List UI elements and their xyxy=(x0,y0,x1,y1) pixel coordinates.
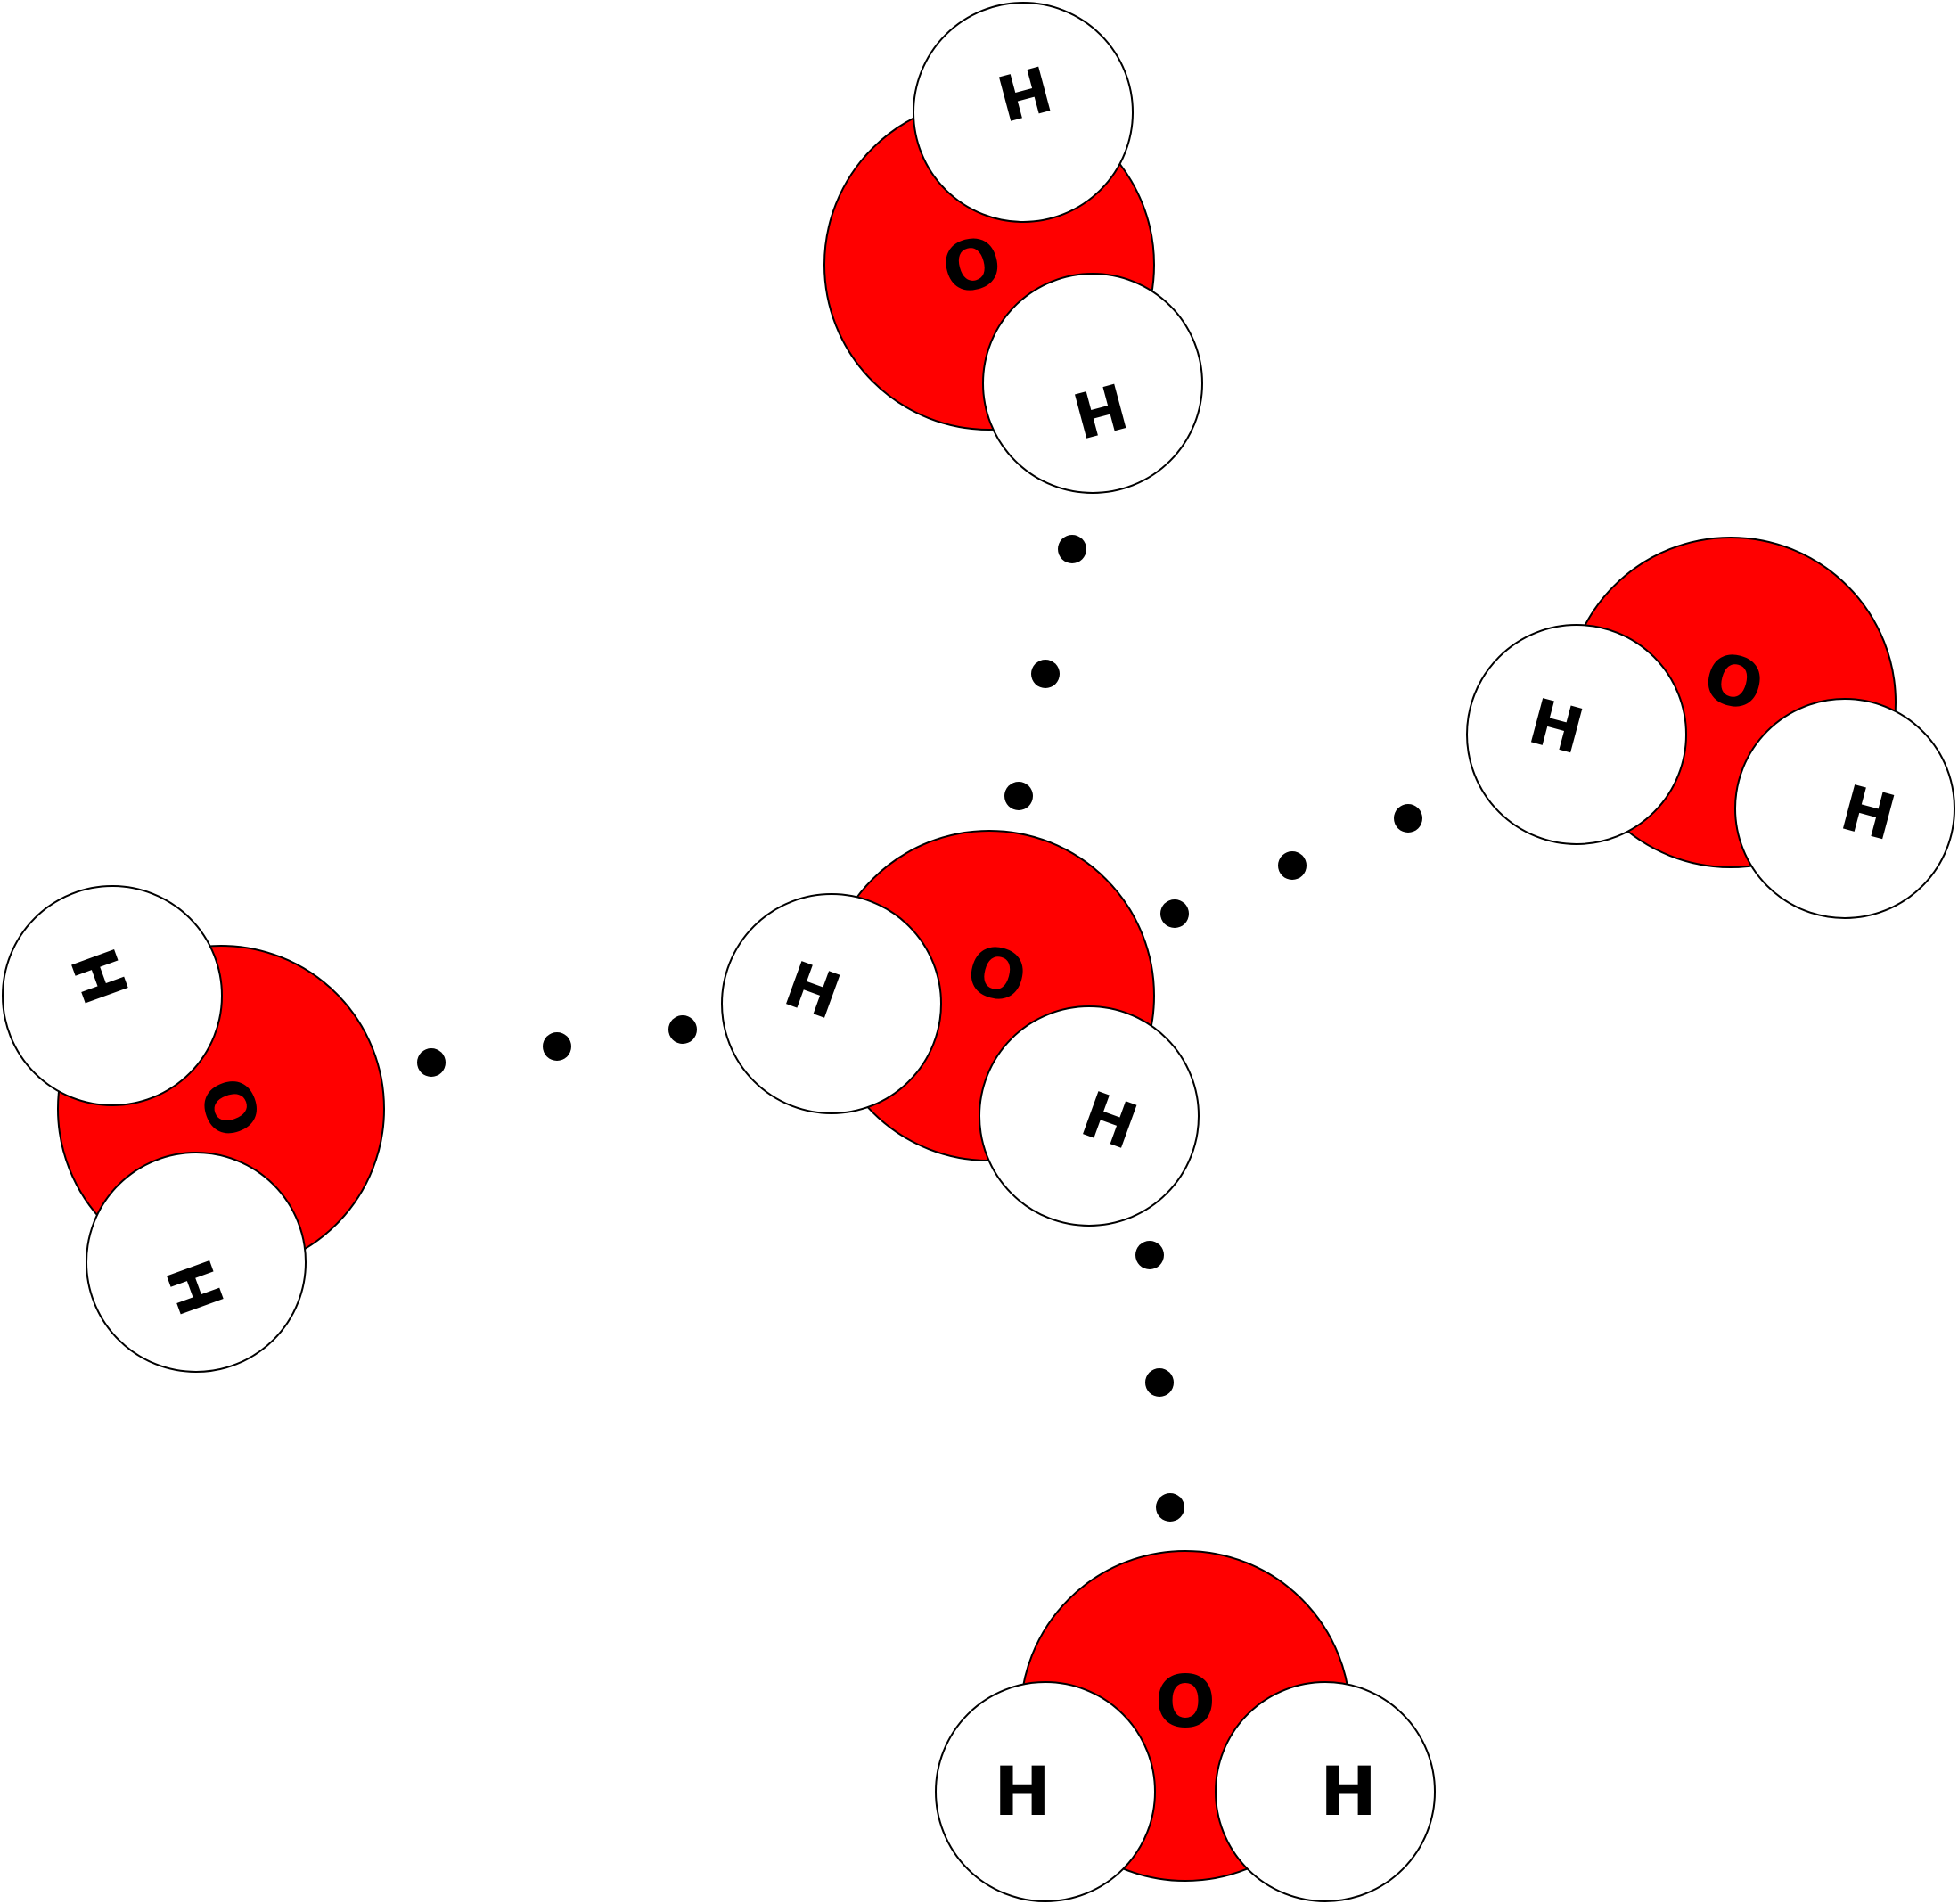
hydrogen-atom xyxy=(2,885,223,1106)
hydrogen-bond-center-right xyxy=(1160,804,1422,928)
hydrogen-bond-dot xyxy=(543,1032,571,1061)
hydrogen-bond-dot xyxy=(1058,535,1086,563)
water-molecule-left: O H H xyxy=(2,885,385,1373)
hydrogen-atom xyxy=(982,273,1203,494)
hydrogen-label: H xyxy=(1320,1752,1377,1831)
hydrogen-atom xyxy=(1466,624,1687,845)
hydrogen-bond-dot xyxy=(1278,851,1307,880)
hydrogen-bond-dot xyxy=(1004,782,1033,810)
water-molecule-right: O H H xyxy=(1466,537,1955,919)
oxygen-label: O xyxy=(1155,1661,1216,1744)
hydrogen-atom xyxy=(1734,698,1955,919)
hydrogen-bond-dot xyxy=(1156,1493,1184,1522)
water-molecule-bottom: O H H xyxy=(935,1550,1436,1902)
hydrogen-bond-center-bottom xyxy=(1135,1241,1184,1522)
water-molecule-center: O H H xyxy=(721,830,1200,1227)
hydrogen-bond-dot xyxy=(1394,804,1422,833)
hydrogen-label: H xyxy=(994,1752,1051,1831)
hydrogen-atom xyxy=(935,1681,1156,1902)
hydrogen-bond-dot xyxy=(417,1048,446,1077)
hydrogen-bond-dot xyxy=(1135,1241,1164,1269)
hydrogen-bond-dot xyxy=(1145,1368,1174,1397)
hydrogen-bond-dot xyxy=(668,1015,697,1044)
hydrogen-atom xyxy=(721,893,942,1114)
hydrogen-atom xyxy=(979,1005,1200,1227)
hydrogen-bond-dot xyxy=(1031,660,1060,688)
water-molecule-top: O H H xyxy=(823,2,1203,494)
hydrogen-atom xyxy=(1215,1681,1436,1902)
hydrogen-atom xyxy=(913,2,1134,223)
hydrogen-atom xyxy=(86,1152,307,1373)
hydrogen-bond-center-top xyxy=(1004,535,1086,810)
hydrogen-bond-dot xyxy=(1160,899,1189,928)
hydrogen-bond-center-left xyxy=(417,1015,697,1077)
